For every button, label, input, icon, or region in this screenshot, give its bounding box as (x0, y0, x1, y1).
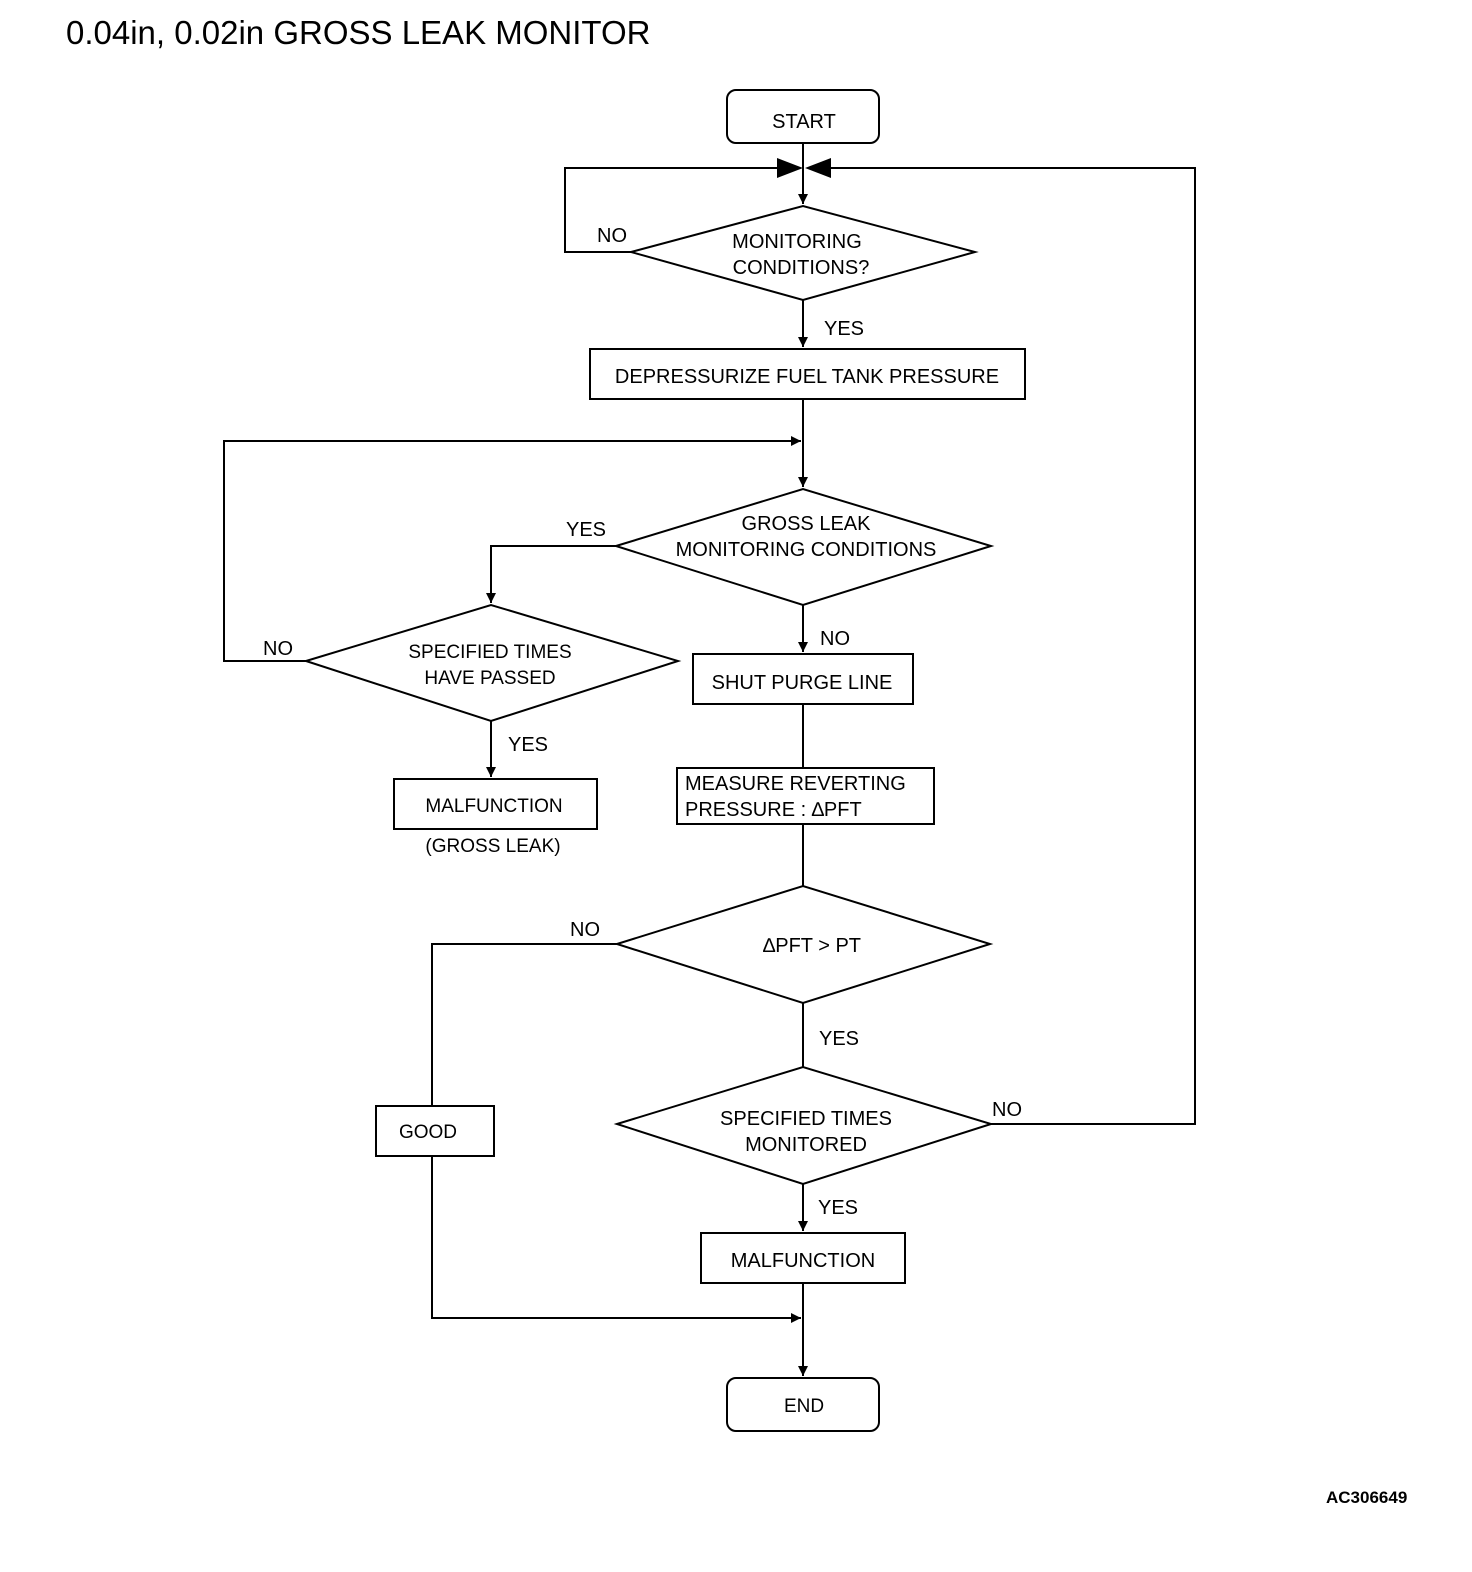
edge-good-to-end (431, 1156, 801, 1323)
edge-label-passed-yes: YES (508, 734, 548, 756)
monitoring-conditions-line2: CONDITIONS? (733, 257, 870, 279)
shut-purge-label: SHUT PURGE LINE (712, 672, 893, 694)
specified-times-monitored-line2: MONITORED (745, 1134, 867, 1156)
edge-monitoring-no-loop (564, 167, 777, 253)
monitoring-conditions-decision (627, 204, 979, 302)
malfunction-gross-label: MALFUNCTION (425, 796, 562, 817)
edge-label-compare-no: NO (570, 919, 600, 941)
start-label: START (772, 111, 836, 133)
page-title: 0.04in, 0.02in GROSS LEAK MONITOR (66, 14, 651, 51)
shut-purge-box (692, 653, 914, 705)
gross-leak-conditions-decision (612, 487, 995, 607)
specified-times-monitored-decision (613, 1065, 995, 1186)
edge-label-compare-yes: YES (819, 1028, 859, 1050)
start-terminal (726, 89, 880, 144)
malfunction-gross-note: (GROSS LEAK) (425, 836, 560, 857)
gross-leak-line1: GROSS LEAK (742, 513, 872, 535)
edge-monitored-no-loop (831, 167, 1196, 1125)
edge-label-monitoring-no: NO (597, 225, 627, 247)
good-label: GOOD (399, 1122, 457, 1143)
good-box (375, 1105, 495, 1157)
malfunction-label: MALFUNCTION (731, 1250, 875, 1272)
compare-label: ∆PFT > PT (763, 935, 861, 957)
end-terminal (726, 1377, 880, 1432)
figure-code: AC306649 (1326, 1488, 1408, 1507)
measure-reverting-box (676, 767, 935, 825)
edge-gross-yes (486, 545, 616, 603)
malfunction-gross-box (393, 778, 598, 830)
edge-label-gross-no: NO (820, 628, 850, 650)
measure-reverting-line2: PRESSURE : ∆PFT (685, 799, 862, 821)
edge-label-monitored-no: NO (992, 1099, 1022, 1121)
specified-times-passed-decision (302, 603, 682, 723)
monitoring-conditions-line1: MONITORING (732, 231, 862, 253)
specified-times-passed-line2: HAVE PASSED (424, 668, 555, 689)
gross-leak-line2: MONITORING CONDITIONS (676, 539, 937, 561)
edge-passed-no-loop (223, 436, 801, 662)
malfunction-box (700, 1232, 906, 1284)
specified-times-passed-line1: SPECIFIED TIMES (408, 642, 571, 663)
arrowhead-join-right (805, 158, 831, 178)
edge-label-gross-yes: YES (566, 519, 606, 541)
measure-reverting-line1: MEASURE REVERTING (685, 773, 906, 795)
compare-decision (613, 884, 994, 1005)
depressurize-box (589, 348, 1026, 400)
depressurize-label: DEPRESSURIZE FUEL TANK PRESSURE (615, 366, 999, 388)
edge-label-passed-no: NO (263, 638, 293, 660)
specified-times-monitored-line1: SPECIFIED TIMES (720, 1108, 892, 1130)
end-label: END (784, 1396, 824, 1417)
edge-label-monitored-yes: YES (818, 1197, 858, 1219)
arrowhead-join-left (777, 158, 803, 178)
edge-label-monitoring-yes: YES (824, 318, 864, 340)
edge-compare-no (431, 943, 617, 1106)
